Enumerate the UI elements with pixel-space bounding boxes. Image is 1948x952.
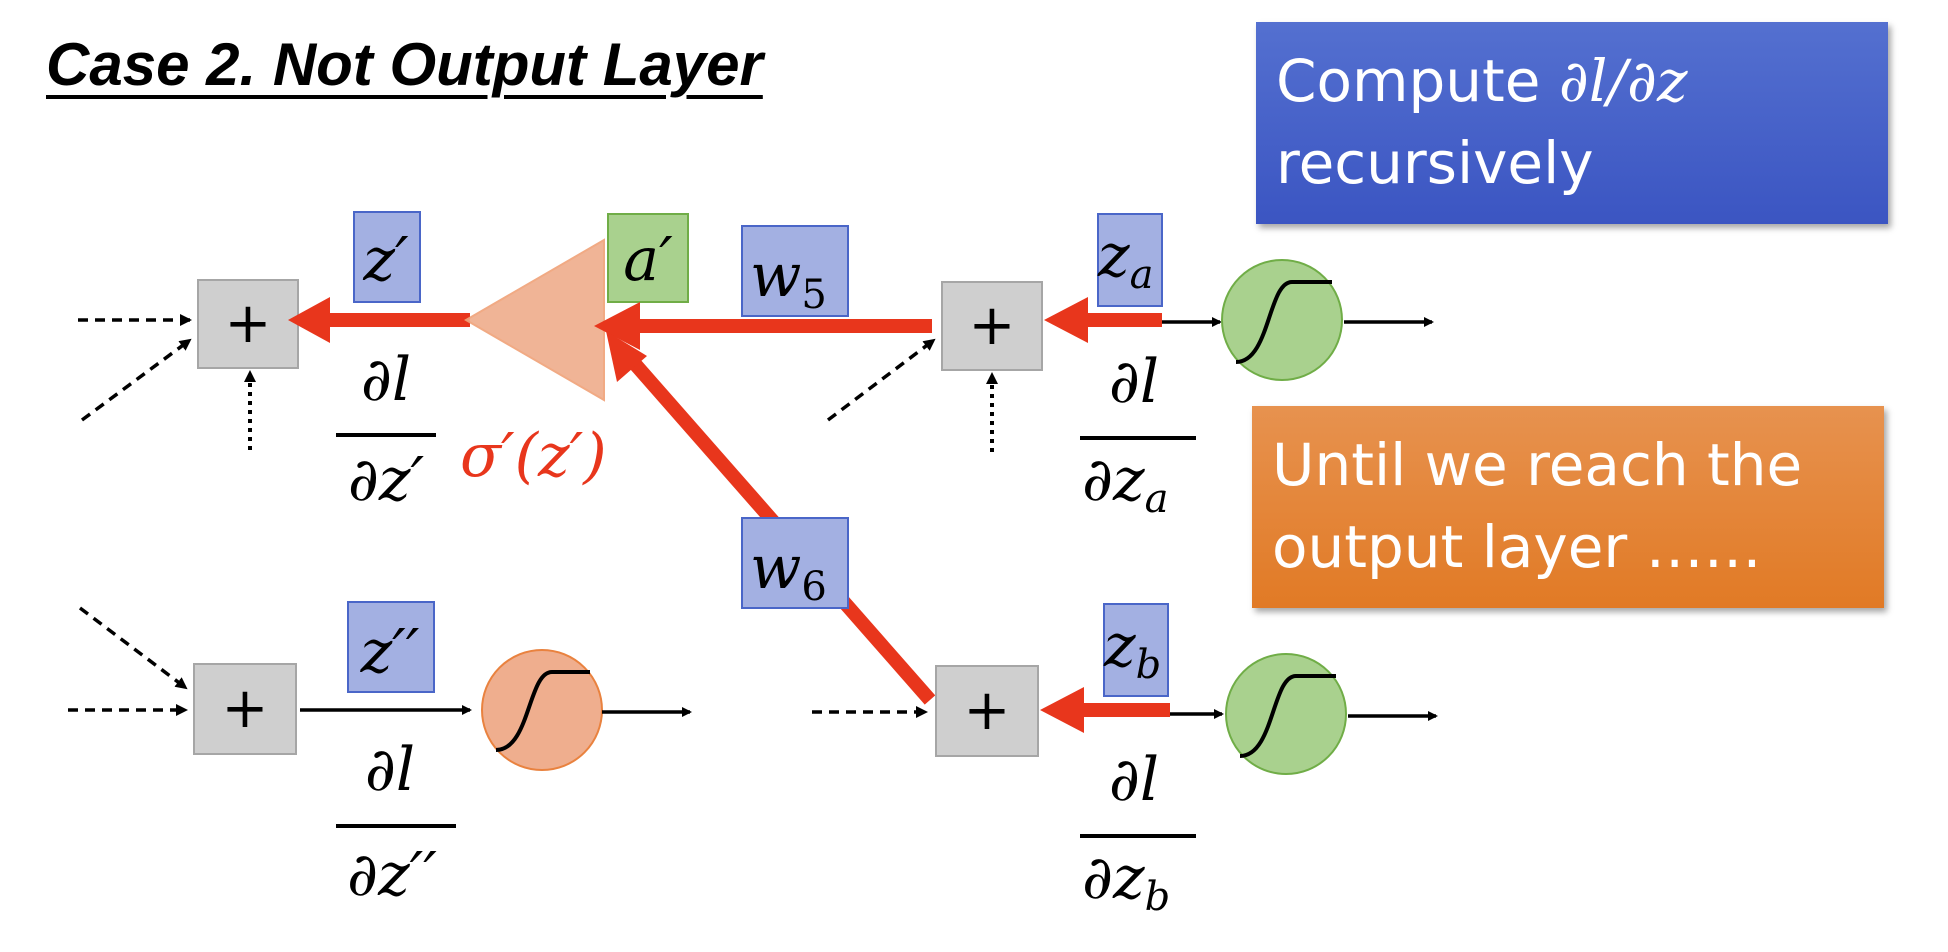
label-z-b: zb <box>1103 611 1161 688</box>
red-z-b-arrowhead <box>1040 687 1084 733</box>
fraction-denominator: ∂zb <box>1082 843 1170 920</box>
until-line-2: output layer …… <box>1272 513 1762 581</box>
until-line-1: Until we reach the <box>1272 431 1803 499</box>
w6-sub: 6 <box>801 564 826 610</box>
sigmoid-node-orange <box>481 649 603 771</box>
sigma-prime-label: σ′(z′) <box>460 421 607 491</box>
label-z-prime: z′ <box>362 225 409 295</box>
sum-node-z-prime <box>197 279 299 369</box>
label-box-w6 <box>741 517 849 609</box>
compute-prefix: Compute <box>1276 47 1559 115</box>
fraction-numerator: ∂l <box>1109 347 1159 417</box>
dz-sub: b <box>1145 874 1171 920</box>
compute-math: ∂l/∂z <box>1558 47 1688 115</box>
label-box-z-double-prime <box>347 601 435 693</box>
plus-sign: + <box>222 676 269 741</box>
fraction-numerator: ∂l <box>361 345 411 415</box>
dashed-input-arrow <box>80 338 192 422</box>
activation-derivative-triangle <box>464 238 605 402</box>
label-w6: w6 <box>750 533 827 610</box>
label-box-w5 <box>741 225 849 317</box>
fraction-numerator: ∂l <box>365 735 415 805</box>
compute-suffix: recursively <box>1276 129 1594 197</box>
sum-node-z-a <box>941 281 1043 371</box>
dz-base: ∂z <box>1082 843 1145 913</box>
red-w6-arrowhead <box>606 331 647 382</box>
sum-node-z-b <box>935 665 1039 757</box>
fraction-denominator: ∂za <box>1082 445 1169 522</box>
fraction-numerator: ∂l <box>1109 745 1159 815</box>
z-b-sub: b <box>1136 642 1162 688</box>
label-z-a: za <box>1097 221 1153 298</box>
label-z-double-prime: z′′ <box>360 617 420 687</box>
w5-base: w <box>750 241 801 311</box>
sigmoid-curve-icon <box>1235 280 1332 364</box>
slide-title: Case 2. Not Output Layer <box>46 31 763 98</box>
plus-sign: + <box>969 293 1016 358</box>
dashed-input-arrow <box>78 606 188 690</box>
label-a-prime: a′ <box>623 225 673 295</box>
sigmoid-curve-icon <box>495 670 590 752</box>
sum-node-z-double-prime <box>193 663 297 755</box>
dz-sub: a <box>1145 476 1169 522</box>
dz-base: ∂z <box>1082 445 1145 515</box>
compute-recursively-callout: Compute ∂l/∂z recursively <box>1256 22 1888 224</box>
label-box-a-prime <box>607 213 689 303</box>
z-a-base: z <box>1097 221 1130 291</box>
red-w5-arrowhead <box>594 302 640 350</box>
fraction-denominator: ∂z′′ <box>347 840 437 910</box>
label-w5: w5 <box>750 241 827 318</box>
red-gradient-arrowhead <box>288 297 330 343</box>
label-box-z-a <box>1097 213 1163 307</box>
plus-sign: + <box>964 678 1011 743</box>
plus-sign: + <box>225 291 272 356</box>
w5-sub: 5 <box>801 272 826 318</box>
fraction-denominator: ∂z′ <box>348 445 425 515</box>
label-box-z-b <box>1103 603 1169 697</box>
dashed-input-arrow <box>826 338 936 422</box>
z-b-base: z <box>1103 611 1136 681</box>
compute-line: Compute ∂l/∂z <box>1276 40 1868 122</box>
label-box-z-prime <box>353 211 421 303</box>
sigmoid-node-green-a <box>1221 259 1343 381</box>
w6-base: w <box>750 533 801 603</box>
red-z-a-arrowhead <box>1044 297 1088 343</box>
sigmoid-node-green-b <box>1225 653 1347 775</box>
sigmoid-curve-icon <box>1239 674 1336 758</box>
until-output-callout: Until we reach the output layer …… <box>1252 406 1884 608</box>
z-a-sub: a <box>1130 252 1154 298</box>
